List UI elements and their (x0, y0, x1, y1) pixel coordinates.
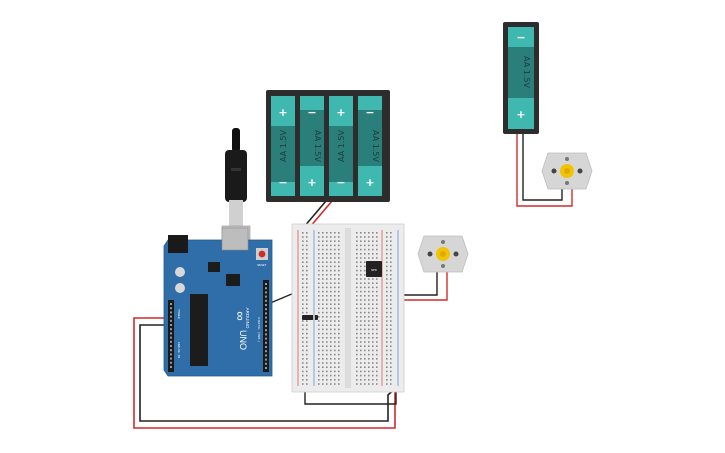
arduino-brand: ARDUINO (245, 308, 250, 329)
cell-label: AA 1.5V (313, 130, 322, 162)
wire-motor2-black[interactable] (522, 134, 563, 201)
power-analog-header[interactable] (168, 300, 174, 372)
cell-top-sign: + (278, 106, 287, 119)
battery-single-aa[interactable]: − + AA 1.5V (503, 22, 539, 134)
battery-pack-4aa[interactable]: + − AA 1.5V − + AA 1.5V + − AA 1.5V − + AA 1.5V (266, 90, 390, 202)
diode[interactable] (302, 315, 318, 320)
wire-motor2-red[interactable] (516, 134, 573, 207)
single-minus-sign: − (516, 31, 525, 44)
cell-label: AA 1.5V (279, 130, 288, 162)
atmega-chip (190, 294, 208, 366)
battery-cell: − + AA 1.5V (300, 96, 324, 196)
transistor-label: NPN (371, 269, 377, 272)
arduino-logo-icon: ∞ (233, 311, 248, 320)
single-battery-label: AA 1.5V (522, 56, 531, 88)
arduino-analog-label: ANALOG IN (177, 342, 180, 358)
arduino-power-label: POWER (177, 309, 180, 318)
transistor[interactable]: NPN (366, 261, 382, 277)
dc-motor-2[interactable] (541, 152, 593, 190)
wire-black-bottom[interactable] (304, 387, 397, 405)
cell-top-sign: − (307, 106, 316, 119)
arduino-digital-label: DIGITAL (PWM~) (257, 317, 261, 342)
cell-label: AA 1.5V (371, 130, 380, 162)
wire-red-loop[interactable] (133, 317, 396, 429)
cell-bottom-sign: − (278, 176, 287, 189)
battery-cell: + − AA 1.5V (271, 96, 295, 196)
single-plus-sign: + (516, 108, 525, 121)
wire-black-loop[interactable] (139, 324, 401, 422)
cell-top-sign: + (336, 106, 345, 119)
cell-top-sign: − (365, 106, 374, 119)
cell-label: AA 1.5V (337, 130, 346, 162)
dc-motor-1[interactable] (417, 235, 469, 273)
cell-bottom-sign: + (307, 176, 316, 189)
reset-button[interactable] (258, 250, 266, 258)
cell-bottom-sign: + (365, 176, 374, 189)
arduino-reset-label: RESET (257, 264, 266, 267)
arduino-model: UNO (238, 330, 248, 350)
arduino-uno[interactable]: ∞ ARDUINO UNO DIGITAL (PWM~) POWER ANALO… (163, 227, 273, 377)
battery-cell: − + AA 1.5V (358, 96, 382, 196)
cell-bottom-sign: − (336, 176, 345, 189)
breadboard[interactable] (291, 223, 405, 393)
battery-cell: + − AA 1.5V (329, 96, 353, 196)
